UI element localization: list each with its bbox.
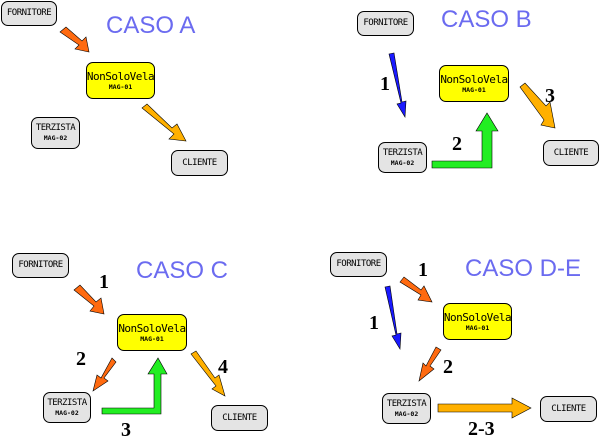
arrow-de-fornitore-to-terzista (384, 285, 402, 350)
node-label: TERZISTA (47, 397, 87, 408)
arrow-b-fornitore-to-terzista (388, 52, 407, 118)
step-label: 2 (76, 348, 86, 370)
node-label: TERZISTA (386, 398, 427, 409)
node-label: TERZISTA (382, 147, 423, 158)
step-label: 4 (218, 356, 228, 378)
node-label: FORNITORE (363, 18, 408, 28)
arrow-de-terzista-to-cliente (437, 397, 532, 419)
step-label: 3 (121, 419, 131, 441)
arrow-a-fornitore-to-nonsolovela (59, 26, 90, 53)
node-label: NonSoloVela (118, 321, 186, 335)
node-terzista-de: TERZISTA MAG-02 (382, 393, 431, 424)
arrow-b-nonsolovela-to-cliente (519, 82, 556, 129)
node-fornitore-a: FORNITORE (1, 1, 57, 26)
node-code: MAG-01 (140, 334, 164, 343)
arrow-c-nonsolovela-to-terzista (92, 357, 117, 392)
node-label: NonSoloVela (443, 310, 512, 324)
node-label: CLIENTE (182, 157, 217, 168)
node-terzista-b: TERZISTA MAG-02 (378, 142, 427, 173)
node-code: MAG-01 (108, 82, 133, 91)
node-label: NonSoloVela (440, 72, 508, 86)
node-label: TERZISTA (35, 123, 76, 134)
arrow-c-nonsolovela-to-cliente (190, 350, 226, 397)
panel-title-caso-de: CASO D-E (465, 255, 582, 282)
step-label: 2-3 (468, 418, 495, 440)
node-label: FORNITORE (18, 260, 63, 270)
arrow-c-terzista-to-nonsolovela (101, 357, 168, 415)
step-label: 3 (545, 85, 555, 107)
node-terzista-c: TERZISTA MAG-02 (43, 392, 91, 423)
node-label: CLIENTE (553, 147, 589, 158)
step-label: 1 (99, 271, 109, 293)
panel-title-caso-a: CASO A (106, 12, 196, 39)
node-nonsolovela-b: NonSoloVela MAG-01 (439, 65, 509, 102)
node-nonsolovela-c: NonSoloVela MAG-01 (117, 314, 187, 351)
step-label: 1 (380, 73, 390, 95)
node-cliente-de: CLIENTE (540, 396, 597, 422)
node-code: MAG-02 (394, 409, 419, 418)
node-label: CLIENTE (551, 403, 586, 414)
node-cliente-c: CLIENTE (211, 405, 268, 431)
node-cliente-b: CLIENTE (543, 140, 599, 166)
step-label: 2 (452, 133, 462, 155)
node-code: MAG-02 (390, 158, 415, 167)
step-label: 2 (443, 356, 453, 378)
node-fornitore-de: FORNITORE (330, 252, 387, 277)
node-terzista-a: TERZISTA MAG-02 (31, 117, 80, 149)
node-nonsolovela-a: NonSoloVela MAG-01 (86, 62, 155, 99)
node-code: MAG-02 (55, 408, 79, 417)
panel-title-caso-b: CASO B (441, 6, 532, 33)
arrow-c-fornitore-to-nonsolovela (73, 284, 105, 315)
node-code: MAG-02 (43, 134, 68, 143)
arrow-de-nonsolovela-to-terzista (418, 346, 442, 382)
node-nonsolovela-de: NonSoloVela MAG-01 (443, 303, 512, 340)
node-code: MAG-01 (465, 323, 490, 332)
node-fornitore-b: FORNITORE (357, 11, 414, 36)
node-cliente-a: CLIENTE (171, 150, 228, 176)
node-code: MAG-01 (462, 85, 486, 94)
node-label: FORNITORE (6, 8, 52, 18)
node-fornitore-c: FORNITORE (12, 253, 69, 278)
arrow-a-nonsolovela-to-cliente (141, 103, 187, 142)
arrow-de-fornitore-to-nonsolovela (399, 276, 433, 303)
step-label: 1 (369, 312, 379, 334)
node-label: NonSoloVela (86, 69, 155, 83)
node-label: FORNITORE (336, 259, 381, 269)
step-label: 1 (418, 259, 428, 281)
arrow-b-terzista-to-nonsolovela (431, 112, 499, 169)
panel-title-caso-c: CASO C (136, 257, 229, 284)
node-label: CLIENTE (222, 412, 257, 423)
